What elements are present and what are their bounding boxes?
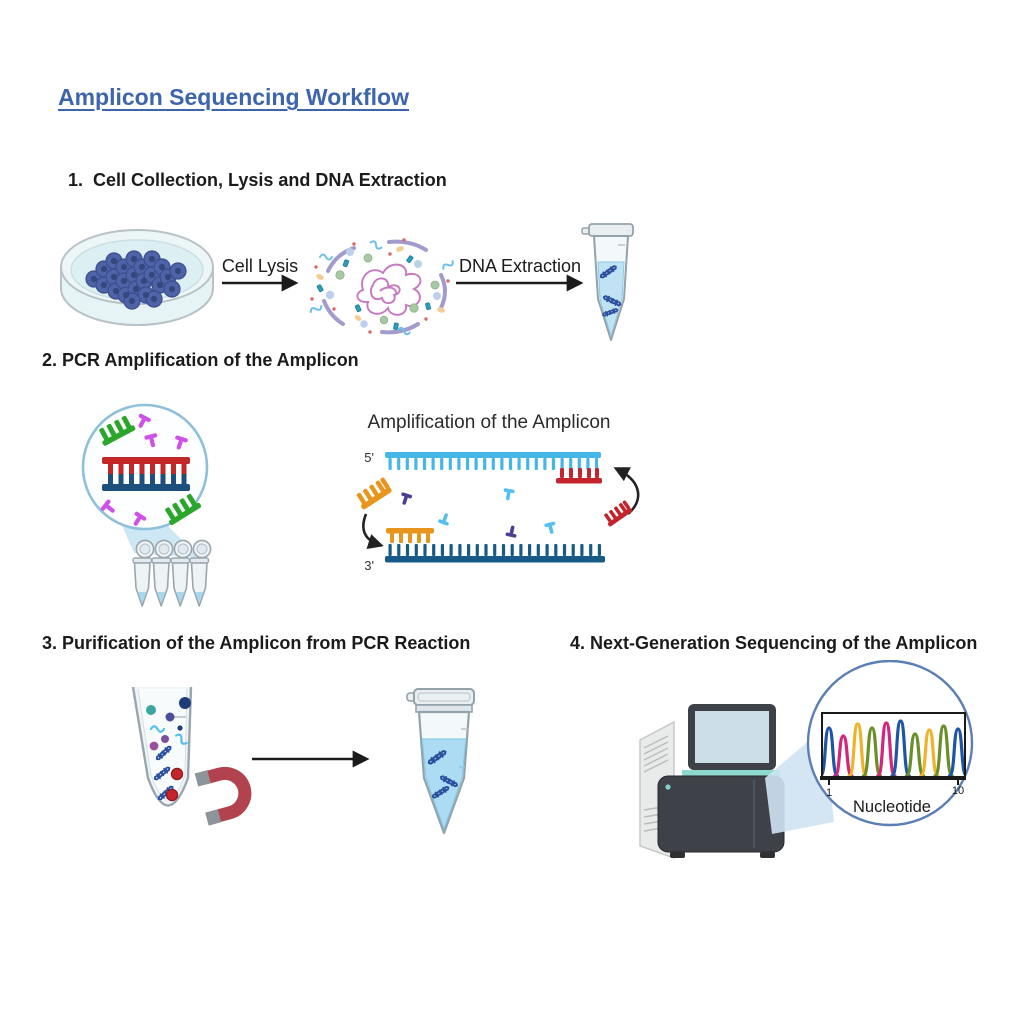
screen (695, 711, 769, 763)
free-red-primer (602, 499, 633, 528)
step1-illustration: Cell Lysis (60, 223, 634, 341)
chromatogram-peak (847, 722, 868, 776)
template-strand-top (385, 452, 601, 470)
step3-heading: 3. Purification of the Amplicon from PCR… (42, 633, 471, 653)
tick-10: 10 (952, 785, 964, 797)
step4-heading: 4. Next-Generation Sequencing of the Amp… (570, 633, 978, 653)
chromatogram-peak (919, 728, 940, 776)
three-prime-label: 3' (364, 558, 374, 573)
tick-1: 1 (826, 787, 832, 799)
nucleotide-label: Nucleotide (853, 798, 931, 816)
sequencer-machine-icon (639, 704, 785, 860)
cell-cluster (85, 250, 187, 310)
lysed-cell-icon (309, 238, 454, 336)
curved-arrow-left (362, 513, 384, 549)
teal-strip (682, 770, 780, 776)
power-light (665, 784, 671, 790)
step2-heading: 2. PCR Amplification of the Amplicon (42, 350, 359, 370)
machine-body (657, 775, 785, 853)
purified-tube-icon (406, 688, 475, 835)
five-prime-label: 5' (364, 450, 374, 465)
pcr-tubes (132, 539, 212, 607)
microcentrifuge-tube-icon (581, 223, 634, 341)
debris-particles (309, 238, 454, 336)
chromatogram-peak (933, 724, 954, 776)
chromatogram-zoom: 1 10 Nucleotide (806, 660, 974, 827)
step3-illustration (131, 686, 475, 835)
top-strand-teeth (388, 458, 599, 470)
cell-lysis-label: Cell Lysis (222, 256, 298, 276)
chromatogram-peak (823, 726, 840, 776)
amplification-title: Amplification of the Amplicon (368, 412, 611, 433)
vent-lines (643, 735, 669, 832)
template-strand-bottom (385, 544, 605, 563)
dna-extraction-label: DNA Extraction (459, 256, 581, 276)
chromatogram-peaks (823, 719, 964, 776)
chromatogram-peak (876, 721, 897, 776)
chromatogram-peak (861, 726, 883, 776)
chromatogram-peak (833, 734, 854, 776)
bottom-strand-teeth (388, 544, 601, 556)
magnet-icon (194, 766, 252, 826)
chromatogram-peak (947, 727, 964, 776)
purification-tube-icon (131, 686, 252, 826)
step4-illustration: 1 10 Nucleotide (639, 660, 974, 860)
amplification-diagram: Amplification of the Amplicon 5' 3' (354, 412, 640, 573)
dna-ladder (102, 457, 190, 491)
page-title: Amplicon Sequencing Workflow (58, 84, 409, 110)
step1-heading: 1. Cell Collection, Lysis and DNA Extrac… (68, 170, 447, 190)
step2-magnifier-group (81, 403, 212, 607)
tube-contents (146, 697, 191, 802)
chromatogram-peak (890, 719, 911, 776)
dna-tangle (356, 263, 422, 316)
petri-dish-icon (60, 229, 214, 326)
annealed-orange-primer (386, 528, 434, 543)
free-orange-primer (354, 476, 393, 511)
chromatogram-peak (904, 732, 926, 776)
annealed-red-primer (556, 468, 602, 484)
